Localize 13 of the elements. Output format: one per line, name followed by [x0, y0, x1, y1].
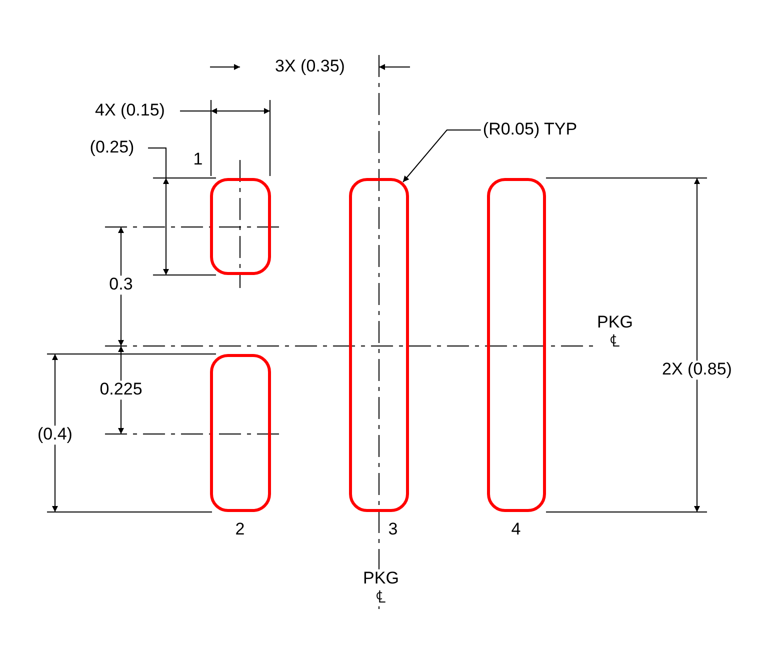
- dimension-text: 0.225: [98, 380, 144, 400]
- leader-line: [402, 130, 482, 182]
- dimension-text: 3X (0.35): [273, 58, 347, 76]
- land-pad: [349, 178, 409, 512]
- dimension-text: (0.4): [36, 426, 74, 444]
- dimension-text: (0.25): [88, 138, 136, 158]
- dimension-text: 0.3: [107, 276, 135, 294]
- dimension-text: 2X (0.85): [660, 360, 734, 380]
- dimension-text: 4X (0.15): [93, 102, 167, 120]
- land-pad: [210, 178, 271, 275]
- callout-text: (R0.05) TYP: [480, 120, 580, 140]
- land-pad: [487, 178, 546, 512]
- land-pad: [210, 354, 271, 512]
